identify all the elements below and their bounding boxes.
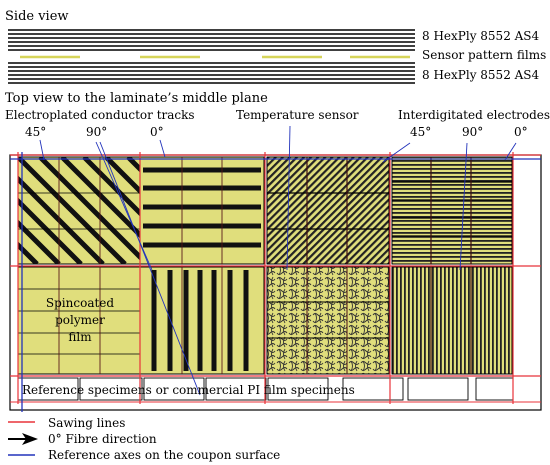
label-temperature-sensor: Temperature sensor — [236, 108, 359, 122]
reference-specimen-box — [342, 377, 404, 401]
angle-left-90: 90° — [86, 125, 107, 139]
leader-line — [504, 142, 517, 161]
conductor-track — [183, 270, 189, 371]
serpentine-pattern — [266, 266, 390, 375]
interdigitated-hatch — [391, 156, 513, 265]
conductor-track — [167, 270, 173, 371]
angle-right-90: 90° — [462, 125, 483, 139]
side-bottom-label: 8 HexPly 8552 AS4 — [422, 68, 540, 82]
legend-fibre-text: 0° Fibre direction — [48, 432, 157, 446]
conductor-track — [211, 270, 217, 371]
conductor-track — [18, 219, 61, 264]
top-view-title: Top view to the laminate’s middle plane — [5, 91, 268, 106]
reference-specimen-boxes — [17, 377, 514, 401]
angle-right-45: 45° — [410, 125, 431, 139]
label-electroplated: Electroplated conductor tracks — [5, 108, 195, 122]
side-view-layers — [8, 29, 415, 84]
leader-line — [286, 125, 291, 271]
conductor-track — [18, 197, 83, 264]
spincoated-label-line3: film — [68, 330, 92, 344]
conductor-track — [18, 241, 39, 264]
quadrant-serpentine — [266, 266, 390, 375]
conductor-track — [18, 175, 105, 264]
leader-line — [39, 139, 45, 161]
legend-sawing-text: Sawing lines — [48, 416, 125, 430]
leader-line — [95, 141, 153, 271]
leader-line — [382, 142, 411, 163]
conductor-track — [151, 270, 157, 371]
quadrant-interdigitated-90 — [391, 266, 513, 375]
angle-right-0: 0° — [514, 125, 528, 139]
reference-specimen-box — [143, 377, 205, 401]
side-top-label: 8 HexPly 8552 AS4 — [422, 29, 540, 43]
angle-left-0: 0° — [150, 125, 164, 139]
conductor-track — [143, 167, 261, 173]
reference-specimen-box — [205, 377, 267, 401]
reference-specimen-box — [267, 377, 329, 401]
conductor-tracks-45 — [18, 157, 140, 264]
conductor-track — [227, 270, 233, 371]
reference-specimen-box — [475, 377, 514, 401]
reference-specimens-label: Reference specimens or commercial PI fil… — [22, 383, 355, 397]
reference-specimen-box — [79, 377, 143, 401]
conductor-track — [104, 157, 140, 195]
temperature-sensor-hatch — [266, 156, 390, 265]
polymer-film — [139, 156, 265, 265]
top-view-panel — [9, 125, 542, 412]
quadrant-conductor-0 — [139, 156, 265, 265]
side-middle-label: Sensor pattern films — [422, 48, 546, 62]
conductor-track — [38, 157, 140, 261]
quadrant-temperature-sensor — [266, 156, 390, 265]
conductor-track — [143, 185, 261, 191]
legend-axes-text: Reference axes on the coupon surface — [48, 448, 280, 462]
quadrant-conductor-90 — [139, 266, 265, 375]
conductor-track — [243, 270, 249, 371]
leader-line — [159, 139, 166, 158]
side-view-title: Side view — [5, 9, 69, 24]
conductor-track — [143, 223, 261, 229]
interdigitated-hatch — [391, 266, 513, 375]
angle-left-45: 45° — [25, 125, 46, 139]
spincoated-label-line2: polymer — [55, 313, 105, 327]
conductor-track — [60, 157, 140, 239]
conductor-track — [143, 204, 261, 210]
quadrant-interdigitated-0 — [391, 156, 513, 265]
quadrant-top-left — [17, 156, 141, 265]
reference-specimen-box — [407, 377, 469, 401]
conductor-track — [82, 157, 140, 217]
conductor-track — [143, 242, 261, 248]
legend-fibre-arrow-icon — [22, 433, 38, 445]
reference-axes — [10, 152, 541, 412]
leader-line — [459, 142, 468, 271]
leader-line — [99, 141, 201, 396]
sawing-lines — [10, 152, 541, 404]
conductor-track — [197, 270, 203, 371]
spincoated-label-line1: Spincoated — [46, 296, 114, 310]
leader-lines — [39, 125, 517, 396]
label-interdigitated: Interdigitated electrodes — [398, 108, 550, 122]
conductor-track — [18, 157, 127, 264]
